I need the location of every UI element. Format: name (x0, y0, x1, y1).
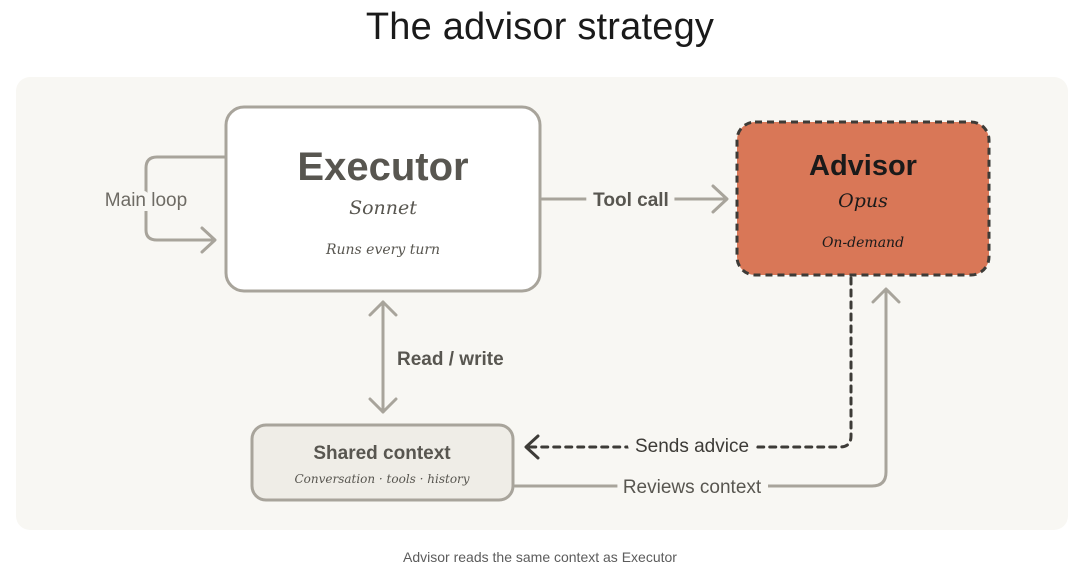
read-write-label: Read / write (397, 349, 504, 370)
advisor-title: Advisor (809, 150, 917, 182)
executor-model: Sonnet (349, 197, 417, 219)
sends-advice-edge (524, 276, 853, 460)
advisor-box (735, 120, 991, 277)
caption: Advisor reads the same context as Execut… (403, 549, 677, 565)
main-loop-label: Main loop (105, 190, 187, 211)
shared-context-note: Conversation · tools · history (294, 472, 469, 486)
tool-call-edge (540, 184, 729, 214)
shared-context-box (250, 423, 515, 502)
main-loop-edge (144, 155, 228, 254)
read-write-edge (368, 300, 398, 414)
executor-box (224, 105, 542, 293)
page-title: The advisor strategy (365, 6, 715, 48)
reviews-context-label: Reviews context (623, 477, 762, 498)
advisor-model: Opus (838, 190, 888, 212)
sends-advice-label: Sends advice (635, 436, 749, 457)
advisor-note: On-demand (822, 235, 904, 251)
tool-call-label: Tool call (593, 190, 669, 211)
executor-title: Executor (297, 145, 468, 189)
shared-context-title: Shared context (313, 443, 451, 464)
executor-note: Runs every turn (325, 242, 440, 258)
reviews-context-edge (513, 287, 901, 488)
